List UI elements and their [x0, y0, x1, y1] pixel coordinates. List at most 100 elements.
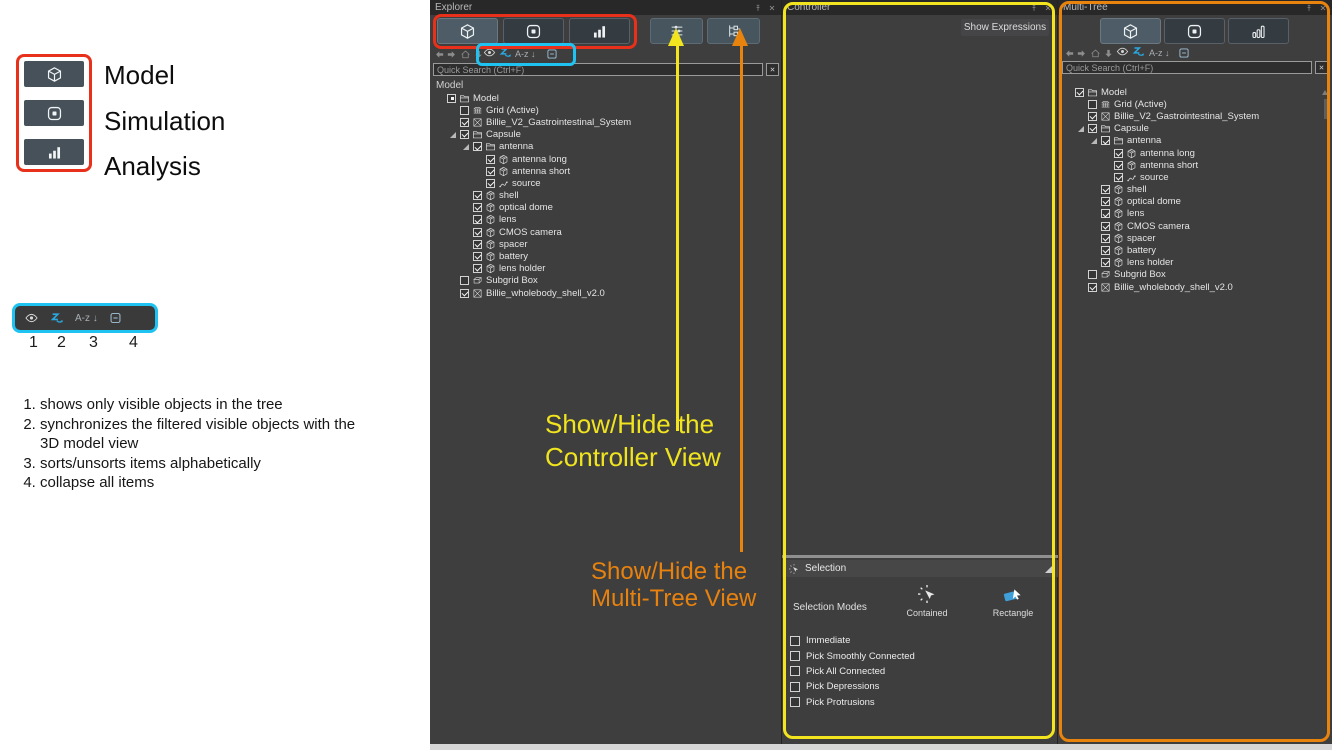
- option-checkbox[interactable]: [790, 651, 800, 662]
- tree-checkbox[interactable]: [473, 203, 482, 213]
- tree-checkbox[interactable]: [1101, 233, 1110, 243]
- tree-item[interactable]: spacer: [432, 238, 778, 250]
- tree-item[interactable]: Grid (Active): [432, 104, 778, 116]
- tree-item[interactable]: Subgrid Box: [1060, 269, 1322, 281]
- tree-checkbox[interactable]: [473, 142, 482, 152]
- visible-only-eye-icon[interactable]: [1116, 45, 1129, 58]
- show-expressions-button[interactable]: Show Expressions: [961, 19, 1049, 36]
- tree-checkbox[interactable]: [486, 178, 495, 188]
- tree-item[interactable]: battery: [432, 250, 778, 262]
- option-checkbox[interactable]: [790, 635, 800, 646]
- tree-item[interactable]: spacer: [1060, 232, 1322, 244]
- tree-checkbox[interactable]: [1101, 197, 1110, 207]
- tree-item[interactable]: optical dome: [1060, 196, 1322, 208]
- option-checkbox[interactable]: [790, 697, 800, 708]
- tree-item[interactable]: Capsule: [1060, 123, 1322, 135]
- rectangle-mode-button[interactable]: Rectangle: [978, 583, 1048, 618]
- tree-checkbox[interactable]: [1101, 246, 1110, 256]
- tree-checkbox[interactable]: [460, 130, 469, 140]
- tree-checkbox[interactable]: [473, 227, 482, 237]
- expander-icon[interactable]: [1077, 125, 1085, 133]
- tree-item[interactable]: Model: [1060, 86, 1322, 98]
- tab-simulation[interactable]: [503, 18, 564, 44]
- tree-checkbox[interactable]: [1114, 172, 1123, 182]
- back-arrow-icon[interactable]: [1064, 46, 1075, 57]
- tree-checkbox[interactable]: [460, 276, 469, 286]
- tree-item[interactable]: Billie_V2_Gastrointestinal_System: [432, 116, 778, 128]
- forward-arrow-icon[interactable]: [1076, 46, 1087, 57]
- clear-search-button[interactable]: [766, 63, 779, 76]
- collapse-all-icon[interactable]: [1178, 46, 1190, 58]
- clear-search-button[interactable]: [1315, 61, 1328, 74]
- tree-item[interactable]: Billie_wholebody_shell_v2.0: [1060, 281, 1322, 293]
- tree-checkbox[interactable]: [460, 105, 469, 115]
- tree-checkbox[interactable]: [473, 191, 482, 201]
- tree-checkbox[interactable]: [1088, 124, 1097, 134]
- tree-checkbox[interactable]: [1088, 99, 1097, 109]
- home-icon[interactable]: [1090, 46, 1101, 58]
- visible-only-eye-icon[interactable]: [483, 46, 496, 59]
- tree-item[interactable]: CMOS camera: [1060, 220, 1322, 232]
- tree-checkbox[interactable]: [1088, 282, 1097, 292]
- tree-item[interactable]: lens: [1060, 208, 1322, 220]
- tree-item[interactable]: antenna short: [1060, 159, 1322, 171]
- tree-item[interactable]: source: [1060, 171, 1322, 183]
- tree-item[interactable]: battery: [1060, 244, 1322, 256]
- tree-checkbox[interactable]: [1101, 136, 1110, 146]
- selection-section-header[interactable]: Selection: [782, 560, 1058, 577]
- close-icon[interactable]: [1319, 4, 1327, 12]
- selection-option[interactable]: Immediate: [790, 633, 915, 648]
- selection-option[interactable]: Pick Depressions: [790, 679, 915, 694]
- forward-arrow-icon[interactable]: [446, 47, 457, 58]
- tree-item[interactable]: Billie_wholebody_shell_v2.0: [432, 287, 778, 299]
- close-icon[interactable]: [768, 4, 776, 12]
- selection-option[interactable]: Pick Protrusions: [790, 695, 915, 710]
- tab-model[interactable]: [437, 18, 498, 44]
- tree-checkbox[interactable]: [473, 252, 482, 262]
- expander-icon[interactable]: [449, 131, 457, 139]
- tree-item[interactable]: antenna: [432, 141, 778, 153]
- quick-search-input[interactable]: [1062, 61, 1312, 74]
- tree-item[interactable]: CMOS camera: [432, 226, 778, 238]
- tree-checkbox[interactable]: [1088, 111, 1097, 121]
- sync-filter-icon[interactable]: [499, 46, 512, 59]
- collapse-section-icon[interactable]: [1044, 565, 1052, 573]
- tab-analysis[interactable]: [569, 18, 630, 44]
- tree-item[interactable]: lens holder: [1060, 257, 1322, 269]
- tree-item[interactable]: antenna long: [1060, 147, 1322, 159]
- tree-checkbox[interactable]: [1101, 221, 1110, 231]
- tree-checkbox[interactable]: [1101, 258, 1110, 268]
- tab-analysis[interactable]: [1228, 18, 1289, 44]
- tree-checkbox[interactable]: [486, 166, 495, 176]
- home-icon[interactable]: [460, 47, 471, 59]
- tree-checkbox[interactable]: [1101, 209, 1110, 219]
- quick-search-input[interactable]: [433, 63, 763, 76]
- tree-item[interactable]: antenna: [1060, 135, 1322, 147]
- contained-mode-button[interactable]: Contained: [892, 583, 962, 618]
- expander-icon[interactable]: [462, 143, 470, 151]
- pin-icon[interactable]: [1030, 4, 1038, 12]
- tree-item[interactable]: Subgrid Box: [432, 275, 778, 287]
- sort-az-button[interactable]: A-z ↓: [515, 49, 536, 59]
- sort-az-button[interactable]: A-z ↓: [1149, 48, 1170, 58]
- collapse-all-icon[interactable]: [546, 47, 558, 59]
- tree-checkbox[interactable]: [1114, 148, 1123, 158]
- scrollbar-up-icon[interactable]: [1322, 90, 1328, 95]
- selection-option[interactable]: Pick Smoothly Connected: [790, 648, 915, 663]
- tree-item[interactable]: lens: [432, 214, 778, 226]
- pin-icon[interactable]: [754, 4, 762, 12]
- pin-icon[interactable]: [1305, 4, 1313, 12]
- tab-simulation[interactable]: [1164, 18, 1225, 44]
- tree-checkbox[interactable]: [460, 117, 469, 127]
- tree-checkbox[interactable]: [1075, 87, 1084, 97]
- tree-item[interactable]: lens holder: [432, 263, 778, 275]
- option-checkbox[interactable]: [790, 681, 800, 692]
- tab-model[interactable]: [1100, 18, 1161, 44]
- tree-item[interactable]: Capsule: [432, 129, 778, 141]
- tree-item[interactable]: antenna short: [432, 165, 778, 177]
- tree-item[interactable]: Model: [432, 92, 778, 104]
- tree-checkbox[interactable]: [486, 154, 495, 164]
- sync-filter-icon[interactable]: [1132, 45, 1145, 58]
- down-arrow-icon[interactable]: [1103, 46, 1114, 57]
- tree-item[interactable]: source: [432, 177, 778, 189]
